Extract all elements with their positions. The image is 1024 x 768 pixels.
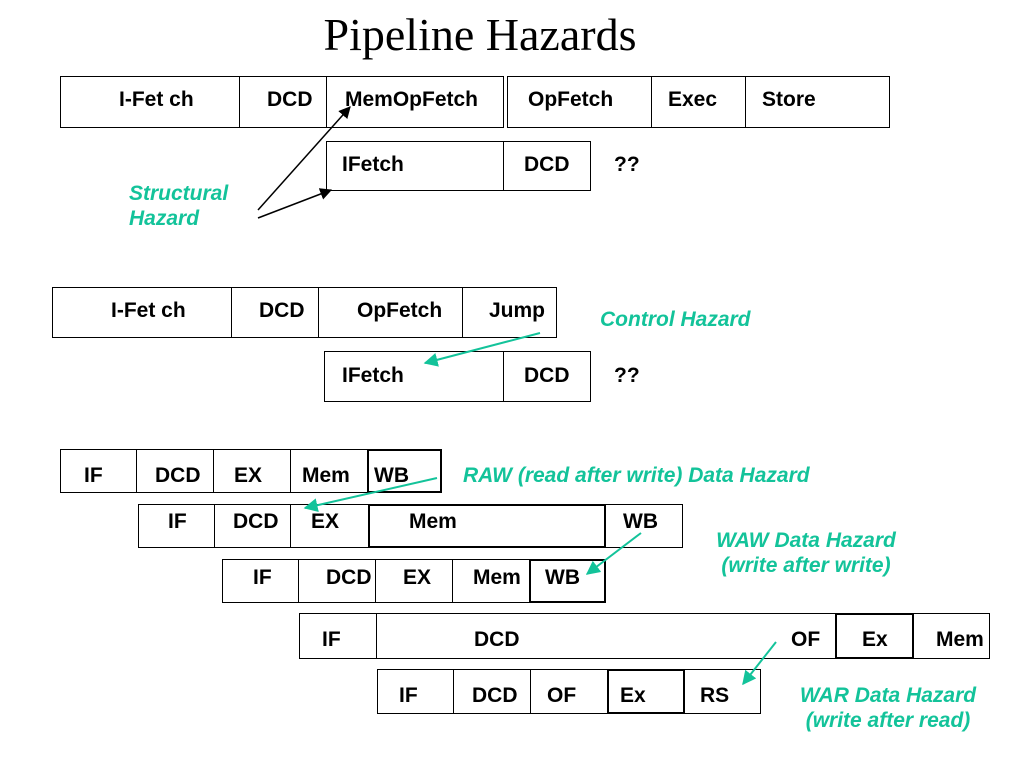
- stage-box: [605, 504, 683, 548]
- stage-label-ifetch: IFetch: [342, 153, 404, 176]
- annotation-line: (write after read): [805, 709, 971, 733]
- stage-box: [326, 76, 504, 128]
- stage-label-wb: WB: [623, 510, 658, 533]
- stage-label-rs: RS: [700, 684, 730, 707]
- annotation-line: Hazard: [129, 207, 200, 231]
- raw-hazard-arrow: [303, 477, 438, 513]
- control-hazard-annotation: Control Hazard: [600, 308, 751, 331]
- stage-box: [375, 559, 453, 603]
- stage-label-ifetch: IFetch: [342, 364, 404, 387]
- control-hazard-arrow: [423, 332, 541, 367]
- war-hazard-arrow: [742, 641, 777, 686]
- stage-label-ex: EX: [311, 510, 340, 533]
- waw-hazard-annotation: WAW Data Hazard (write after write): [694, 528, 918, 578]
- stage-label-store: Store: [762, 88, 816, 111]
- stage-label-opfetch: OpFetch: [528, 88, 614, 111]
- stage-box: [452, 559, 530, 603]
- stage-label-dcd: DCD: [326, 566, 372, 589]
- stage-box: [138, 504, 215, 548]
- annotation-line: Structural: [129, 182, 229, 205]
- stage-label-jump: Jump: [489, 299, 546, 322]
- structural-arrow-to-ifetch: [257, 188, 333, 219]
- stage-box: [231, 287, 319, 338]
- stage-label-if: IF: [399, 684, 418, 707]
- stage-label-ifetch: I-Fet ch: [111, 299, 186, 322]
- stage-box: [60, 449, 137, 493]
- waw-hazard-arrow: [585, 532, 642, 575]
- unknown-stage-label: ??: [614, 153, 640, 176]
- stage-box: [213, 449, 291, 493]
- stage-box: [326, 141, 504, 191]
- stage-label-dcd: DCD: [472, 684, 518, 707]
- stage-box: [376, 613, 836, 659]
- stage-label-dcd: DCD: [267, 88, 313, 111]
- stage-label-ex: EX: [234, 464, 263, 487]
- stage-label-mem: Mem: [473, 566, 521, 589]
- stage-box: [651, 76, 746, 128]
- structural-arrow-to-memopfetch: [257, 106, 351, 211]
- stage-box: [60, 76, 240, 128]
- stage-box: [530, 669, 608, 714]
- stage-box-highlight: [607, 669, 685, 714]
- stage-label-dcd: DCD: [474, 628, 520, 651]
- stage-label-ex: Ex: [862, 628, 888, 651]
- stage-box: [377, 669, 454, 714]
- stage-box: [503, 141, 591, 191]
- stage-label-if: IF: [322, 628, 341, 651]
- stage-label-opfetch: OpFetch: [357, 299, 443, 322]
- war-hazard-annotation: WAR Data Hazard (write after read): [776, 683, 1000, 733]
- stage-label-if: IF: [84, 464, 103, 487]
- stage-box: [745, 76, 890, 128]
- stage-label-wb: WB: [545, 566, 580, 589]
- stage-label-ex: EX: [403, 566, 432, 589]
- annotation-line: (write after write): [721, 554, 891, 578]
- stage-label-ex: Ex: [620, 684, 646, 707]
- annotation-line: WAR Data Hazard: [799, 684, 977, 707]
- stage-label-memopfetch: MemOpFetch: [345, 88, 479, 111]
- stage-box: [222, 559, 299, 603]
- unknown-stage-label: ??: [614, 364, 640, 387]
- stage-label-of: OF: [547, 684, 577, 707]
- page-title: Pipeline Hazards: [323, 9, 637, 60]
- stage-label-mem: Mem: [936, 628, 984, 651]
- stage-box: [453, 669, 531, 714]
- annotation-line: WAW Data Hazard: [716, 529, 896, 552]
- stage-box: [299, 613, 377, 659]
- stage-label-exec: Exec: [668, 88, 718, 111]
- stage-label-dcd: DCD: [524, 153, 570, 176]
- stage-box: [52, 287, 232, 338]
- stage-box: [214, 504, 291, 548]
- stage-box: [913, 613, 990, 659]
- stage-box-highlight: [368, 504, 606, 548]
- stage-box: [239, 76, 327, 128]
- stage-label-dcd: DCD: [259, 299, 305, 322]
- stage-label-of: OF: [791, 628, 821, 651]
- stage-label-mem: Mem: [302, 464, 350, 487]
- stage-label-if: IF: [253, 566, 272, 589]
- raw-hazard-annotation: RAW (read after write) Data Hazard: [463, 464, 810, 487]
- structural-hazard-annotation: Structural Hazard: [129, 181, 228, 231]
- stage-box: [507, 76, 652, 128]
- stage-box: [290, 504, 369, 548]
- stage-box-highlight: [529, 559, 606, 603]
- stage-label-dcd: DCD: [155, 464, 201, 487]
- stage-label-dcd: DCD: [233, 510, 279, 533]
- stage-box: [503, 351, 591, 402]
- stage-label-if: IF: [168, 510, 187, 533]
- stage-label-dcd: DCD: [524, 364, 570, 387]
- stage-label-wb: WB: [374, 464, 409, 487]
- stage-box: [462, 287, 557, 338]
- stage-label-ifetch: I-Fet ch: [119, 88, 194, 111]
- stage-label-mem: Mem: [409, 510, 457, 533]
